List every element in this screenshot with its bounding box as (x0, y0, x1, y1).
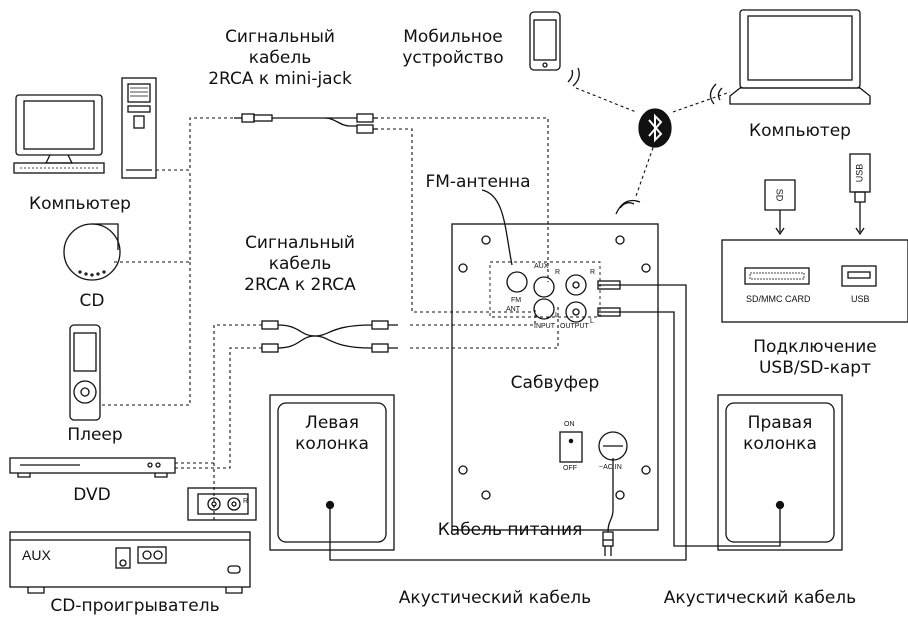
mobile-label: Мобильное устройство (388, 27, 518, 69)
panel-ant: ANT (506, 306, 520, 313)
panel-fm: FM (511, 297, 522, 304)
dvd-player-icon (9, 457, 176, 478)
acoustic-cable-label-1: Акустический кабель (398, 588, 592, 608)
computer-icon (13, 94, 105, 174)
left-speaker (269, 394, 395, 551)
dashed-cables (102, 87, 731, 520)
pc-tower-icon (121, 77, 157, 179)
computer-right-label: Компьютер (749, 121, 851, 141)
cable-minijack-label: Сигнальный кабель 2RCA к mini-jack (205, 27, 355, 90)
cd-player-icon (9, 531, 251, 594)
right-speaker-label: Правая колонка (730, 413, 830, 455)
subwoofer-panel (451, 223, 659, 531)
sd-tag: SD (774, 188, 785, 202)
left-speaker-line-2: колонка (295, 434, 369, 454)
sd-card-slot-label: SD/MMC CARD (746, 294, 811, 304)
cd-player-label: CD-проигрыватель (50, 596, 220, 616)
usb-sd-label: Подключение USB/SD-карт (735, 337, 895, 379)
laptop-icon (709, 9, 871, 105)
usb-port-label: USB (851, 294, 870, 304)
acoustic-cable-label-2: Акустический кабель (663, 588, 857, 608)
usb-sd-panel (721, 153, 908, 323)
usb-tag: USB (854, 163, 865, 183)
player-label: Плеер (67, 425, 123, 445)
mp3-player-icon (69, 324, 101, 421)
cable-rca-line-2: кабель (268, 254, 332, 274)
left-speaker-line-1: Левая (305, 413, 359, 433)
cable-minijack-line-2: кабель (248, 48, 312, 68)
usb-sd-line-2: USB/SD-карт (758, 358, 872, 378)
cd-player-aux-label: AUX (22, 547, 51, 563)
panel-on: ON (564, 421, 575, 428)
power-cable-label: Кабель питания (437, 520, 583, 540)
usb-stick-icon (849, 153, 871, 236)
subwoofer-label: Сабвуфер (510, 373, 600, 393)
mobile-line-1: Мобильное (403, 27, 503, 47)
panel-off: OFF (563, 465, 577, 472)
fm-antenna-label: FM-антенна (425, 172, 531, 192)
panel-input: INPUT (534, 323, 555, 330)
cable-minijack-line-1: Сигнальный (225, 27, 335, 47)
dvd-label: DVD (73, 485, 111, 505)
cd-player-connector (187, 487, 257, 521)
left-speaker-label: Левая колонка (282, 413, 382, 455)
panel-output: OUTPUT (560, 323, 589, 330)
cable-rca-label: Сигнальный кабель 2RCA к 2RCA (220, 233, 380, 296)
cd-drive-icon (63, 223, 121, 281)
rca-cable (261, 320, 398, 353)
computer-left-label: Компьютер (29, 194, 131, 214)
cd-player-r-label: R (243, 498, 249, 505)
cable-minijack-line-3: 2RCA к mini-jack (208, 69, 352, 89)
mobile-line-2: устройство (402, 48, 504, 68)
panel-aux: AUX (534, 263, 549, 270)
minijack-cable (234, 113, 378, 134)
sd-card-icon (764, 179, 796, 236)
right-speaker (717, 394, 843, 551)
speaker-cables (329, 280, 781, 561)
panel-l-out: L (590, 318, 594, 325)
cable-rca-line-1: Сигнальный (245, 233, 355, 253)
fm-antenna-wire (481, 189, 513, 266)
right-speaker-line-1: Правая (747, 413, 813, 433)
panel-l-in: L (555, 312, 559, 319)
cd-label: CD (79, 291, 105, 311)
cable-rca-line-3: 2RCA к 2RCA (244, 275, 356, 295)
usb-sd-line-1: Подключение (753, 337, 877, 357)
panel-r-out: R (590, 269, 596, 276)
panel-ac-in: ~AC IN (599, 464, 622, 471)
panel-r-in: R (555, 269, 561, 276)
mobile-phone-icon (529, 11, 580, 87)
power-cable (602, 458, 614, 556)
right-speaker-line-2: колонка (743, 434, 817, 454)
bluetooth-icon (615, 108, 672, 215)
